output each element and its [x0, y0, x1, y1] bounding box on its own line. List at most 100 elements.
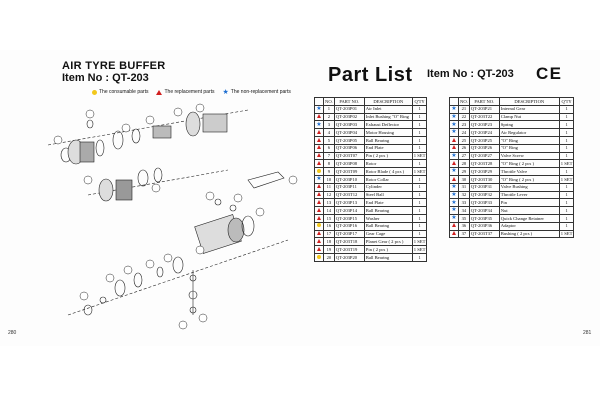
cell-qty: 1	[558, 221, 575, 231]
cell-no: 19	[323, 245, 335, 254]
red-triangle-icon	[317, 153, 321, 158]
blue-star-icon: ★	[451, 113, 457, 120]
cell-part-no: QT-203P11	[333, 182, 365, 192]
row-mark: ★	[449, 112, 459, 122]
cell-description: Pin ( 2 pcs )	[363, 245, 413, 254]
cell-qty: 1	[411, 104, 428, 114]
cell-part-no: QT-203P08	[333, 159, 365, 169]
red-triangle-icon	[452, 176, 456, 181]
cell-part-no: QT-203P17	[333, 229, 365, 239]
cell-description: Valve Bushing	[498, 182, 560, 192]
row-mark: ★	[449, 213, 459, 223]
row-mark	[449, 159, 459, 169]
row-mark: ★	[449, 190, 459, 200]
col-mark	[314, 97, 324, 106]
cell-no: 11	[323, 182, 335, 192]
red-triangle-icon	[452, 223, 456, 228]
cell-qty: 1 SET	[558, 159, 575, 169]
red-triangle-icon	[452, 161, 456, 166]
row-mark	[449, 229, 459, 239]
cell-no: 13	[323, 198, 335, 208]
cell-part-no: QT-203P32	[468, 190, 500, 200]
red-triangle-icon	[317, 184, 321, 189]
exploded-view-diagram	[47, 103, 298, 330]
cell-no: 12	[323, 190, 335, 200]
cell-qty: 1	[411, 143, 428, 153]
cell-part-no: QT-203P26	[468, 143, 500, 153]
cell-part-no: QT-203T12	[333, 190, 365, 200]
yellow-dot-icon	[92, 89, 97, 95]
cell-no: 33	[458, 198, 470, 208]
cell-part-no: QT-203P24	[468, 128, 500, 137]
blue-star-icon: ★	[451, 183, 457, 190]
cell-description: Cylinder	[363, 182, 413, 192]
cell-part-no: QT-203P15	[333, 213, 365, 223]
cell-description: Steel Ball	[363, 190, 413, 200]
blue-star-icon: ★	[451, 191, 457, 198]
cell-no: 16	[323, 221, 335, 231]
table-header-row: NO. PART NO. DESCRIPTION Q'TY	[314, 97, 428, 106]
cell-qty: 1 SET	[411, 245, 428, 254]
cell-qty: 1 SET	[411, 237, 428, 247]
row-mark	[314, 213, 324, 223]
cell-no: 9	[323, 167, 335, 176]
red-triangle-icon	[317, 114, 321, 119]
cell-description: Internal Gear	[498, 104, 560, 114]
cell-qty: 1 SET	[558, 174, 575, 184]
blue-star-icon: ★	[451, 207, 457, 214]
row-mark	[449, 174, 459, 184]
row-mark: ★	[314, 104, 324, 114]
cell-description: "O" Ring ( 2 pcs )	[498, 159, 560, 169]
blue-star-icon: ★	[316, 121, 322, 128]
red-triangle-icon	[317, 145, 321, 150]
row-mark	[314, 221, 324, 231]
row-mark	[314, 112, 324, 122]
cell-part-no: QT-203P04	[333, 128, 365, 137]
row-mark: ★	[449, 128, 459, 137]
cell-description: Pin ( 2 pcs )	[363, 151, 413, 161]
item-number-left: Item No : QT-203	[62, 72, 149, 84]
red-triangle-icon	[452, 231, 456, 236]
cell-description: Planet Gear ( 2 pcs )	[363, 237, 413, 247]
blue-star-icon: ★	[451, 199, 457, 206]
legend-consumable: The consumable parts	[92, 89, 148, 95]
cell-no: 34	[458, 206, 470, 215]
row-mark	[314, 198, 324, 208]
cell-part-no: QT-203T09	[333, 167, 365, 176]
row-mark	[449, 143, 459, 153]
row-mark	[314, 190, 324, 200]
cell-description: Ball Bearing	[363, 135, 413, 145]
cell-qty: 1	[558, 190, 575, 200]
row-mark	[449, 135, 459, 145]
red-triangle-icon	[452, 137, 456, 142]
cell-description: Valve Screw	[498, 151, 560, 161]
cell-part-no: QT-203P33	[468, 198, 500, 208]
red-triangle-icon	[317, 192, 321, 197]
part-list-heading: Part List	[328, 64, 413, 86]
cell-no: 3	[323, 120, 335, 130]
yellow-dot-icon	[317, 254, 321, 259]
cell-part-no: QT-203P02	[333, 112, 365, 122]
cell-no: 32	[458, 190, 470, 200]
cell-qty: 1	[558, 198, 575, 208]
cell-qty: 1 SET	[411, 151, 428, 161]
cell-qty: 1	[558, 151, 575, 161]
cell-qty: 1	[411, 174, 428, 184]
row-mark	[314, 135, 324, 145]
cell-no: 22	[458, 112, 470, 122]
